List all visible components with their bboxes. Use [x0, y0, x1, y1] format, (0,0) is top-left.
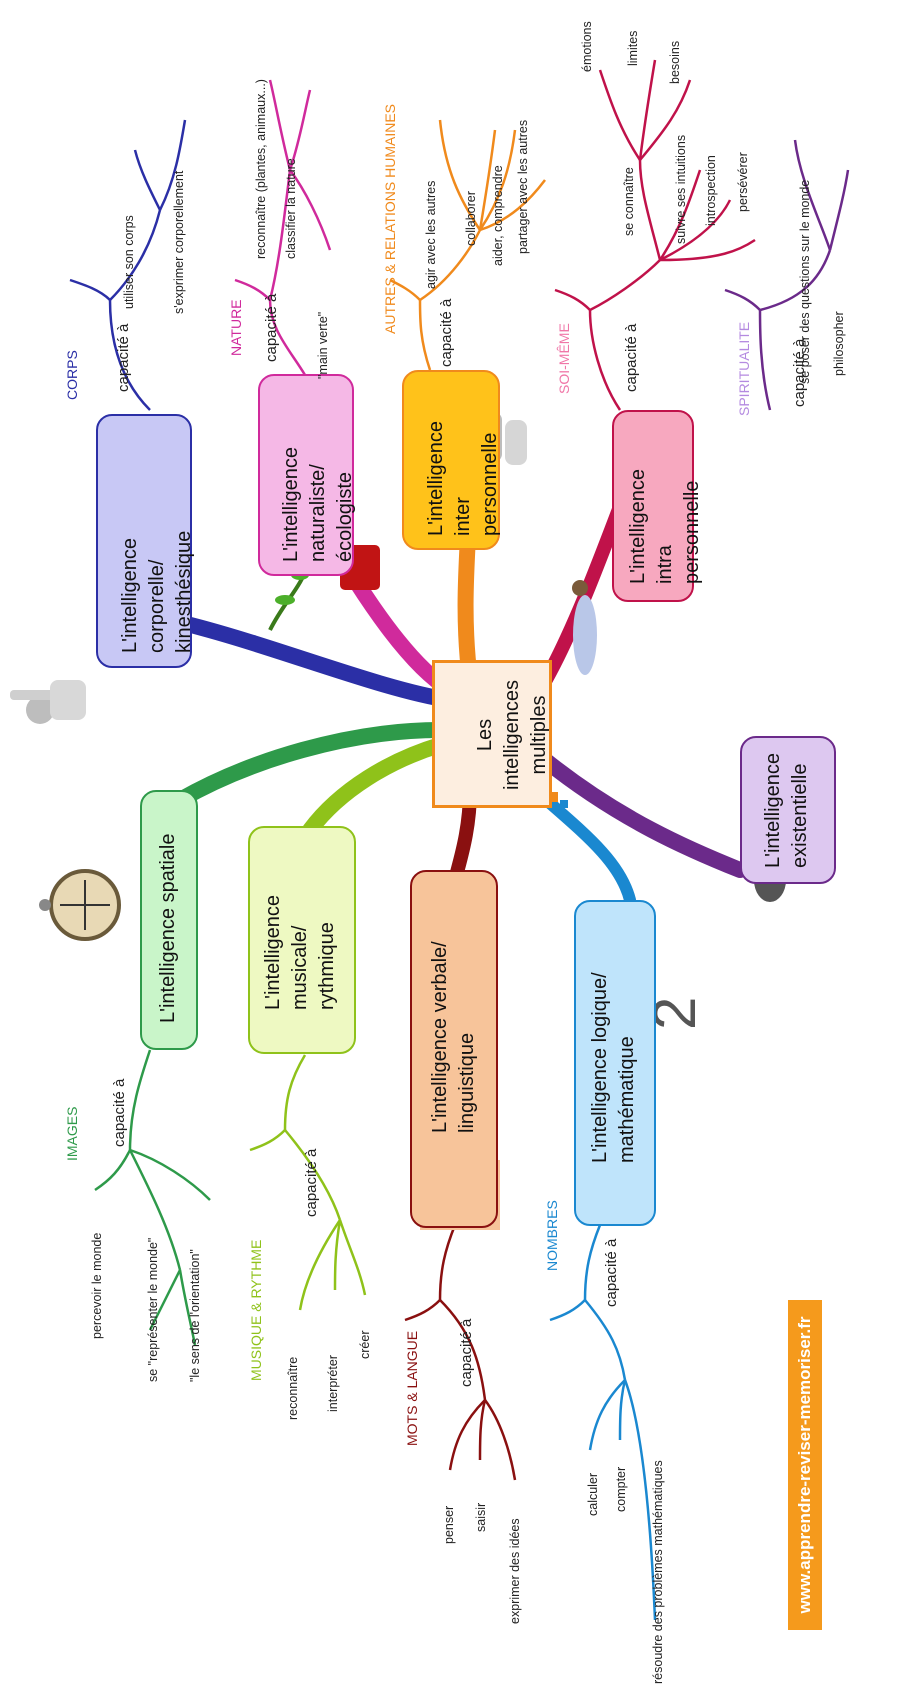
subtree-logique [549, 1224, 657, 1621]
site-banner[interactable] [788, 1300, 822, 1630]
leaf-naturaliste-2: classifier la nature [284, 158, 298, 259]
node-musicale [248, 826, 356, 1054]
category-nature: NATURE [228, 299, 244, 356]
leaf-musicale-1: reconnaître [286, 1356, 300, 1420]
leaf-inter-3: aider, comprendre [491, 165, 505, 266]
center-node [432, 660, 552, 808]
node-intra [612, 410, 694, 602]
leaf-existentielle-2: philosopher [832, 311, 846, 376]
category-corps: CORPS [64, 350, 80, 400]
leaf-naturaliste-3: "main verte" [316, 311, 330, 379]
category-autres: AUTRES & RELATIONS HUMAINES [382, 103, 398, 334]
leaf-logique-1: calculer [586, 1472, 600, 1516]
category-musique: MUSIQUE & RYTHME [248, 1239, 264, 1381]
subtree-inter [389, 119, 546, 371]
leaf-logique-3: résoudre des problèmes mathématiques [651, 1460, 665, 1684]
leaf-intra-2: limites [626, 30, 640, 66]
node-corporelle [96, 414, 192, 668]
subtree-corporelle [69, 119, 187, 411]
capacity-musicale: capacité à [303, 1148, 320, 1217]
category-images: IMAGES [64, 1106, 80, 1161]
subtree-naturaliste [234, 79, 332, 376]
node-logique-label: L'intelligence logique/ mathématique [589, 972, 638, 1163]
node-logique [574, 900, 656, 1226]
person-lying-illustration [572, 580, 597, 675]
leaf-intra-5: suivre ses intuitions [674, 134, 688, 244]
leaf-musicale-3: créer [358, 1330, 372, 1359]
subtree-existentielle [724, 139, 850, 411]
leaf-musicale-2: interpréter [326, 1355, 340, 1412]
node-naturaliste-label: L'intelligence naturaliste/ écologiste [280, 446, 356, 562]
leaf-verbale-2: saisir [474, 1502, 488, 1532]
subtree-verbale [404, 1224, 517, 1481]
leaf-corporelle-1: utiliser son corps [122, 215, 136, 309]
leaf-inter-4: partager avec les autres [516, 119, 530, 254]
leaf-verbale-3: exprimer des idées [508, 1518, 522, 1624]
leaf-intra-7: persévérer [736, 152, 750, 212]
leaf-intra-6: introspection [704, 155, 718, 226]
subtree-musicale [249, 1054, 367, 1311]
leaf-spatiale-2: se "représenter le monde" [146, 1237, 160, 1382]
leaf-inter-2: collaborer [464, 191, 478, 246]
leaf-corporelle-2: s'exprimer corporellement [172, 170, 186, 314]
branch-link-musicale [302, 737, 448, 838]
subtree-spatiale [94, 1049, 211, 1346]
node-naturaliste [258, 374, 354, 576]
category-soi-meme: SOI-MÊME [556, 323, 572, 394]
leaf-logique-2: compter [614, 1466, 628, 1512]
capacity-spatiale: capacité à [111, 1078, 128, 1147]
site-url[interactable]: www.apprendre-reviser-memoriser.fr [795, 1316, 814, 1614]
leaf-verbale-1: penser [442, 1505, 456, 1544]
subtree-intra [554, 59, 756, 411]
node-spatiale-label: L'intelligence spatiale [157, 833, 179, 1023]
branch-link-spatiale [172, 722, 448, 808]
leaf-naturaliste-1: reconnaître (plantes, animaux...) [254, 79, 268, 259]
branch-link-existentielle [537, 752, 748, 878]
capacity-intra: capacité à [623, 323, 640, 392]
node-musicale-label: L'intelligence musicale/ rythmique [262, 894, 338, 1010]
category-nombres: NOMBRES [544, 1200, 560, 1271]
category-spiritualite: SPIRITUALITE [736, 321, 752, 416]
node-existentielle [740, 736, 836, 884]
leaf-spatiale-1: percevoir le monde [90, 1232, 104, 1339]
capacity-logique: capacité à [603, 1238, 620, 1307]
capacity-inter: capacité à [438, 298, 455, 367]
node-inter-label: L'intelligence inter personnelle [425, 420, 501, 536]
node-verbale-label: L'intelligence verbale/ linguistique [429, 941, 478, 1133]
node-spatiale [140, 790, 198, 1050]
node-corporelle-label: L'intelligence corporelle/ kinesthésique [119, 530, 195, 653]
capacity-corporelle: capacité à [115, 323, 132, 392]
compass-illustration [39, 869, 121, 941]
node-existentielle-label: L'intelligence existentielle [762, 752, 811, 868]
capacity-verbale: capacité à [458, 1318, 475, 1387]
figure-illustration [10, 680, 86, 724]
branch-link-corporelle [162, 612, 458, 708]
category-mots: MOTS & LANGUE [404, 1330, 420, 1446]
capacity-naturaliste: capacité à [263, 293, 280, 362]
leaf-existentielle-1: se poser des questions sur le monde [798, 179, 812, 384]
leaf-intra-4: se connaître [622, 167, 636, 236]
center-label: Les intelligences multiples [474, 679, 550, 791]
leaf-inter-1: agir avec les autres [424, 180, 438, 289]
leaf-intra-3: besoins [668, 40, 682, 84]
node-verbale [410, 870, 498, 1228]
leaf-intra-1: émotions [580, 21, 594, 72]
node-intra-label: L'intelligence intra personnelle [627, 468, 703, 584]
leaf-spatiale-3: "le sens de l'orientation" [188, 1249, 202, 1382]
node-inter [402, 370, 500, 550]
